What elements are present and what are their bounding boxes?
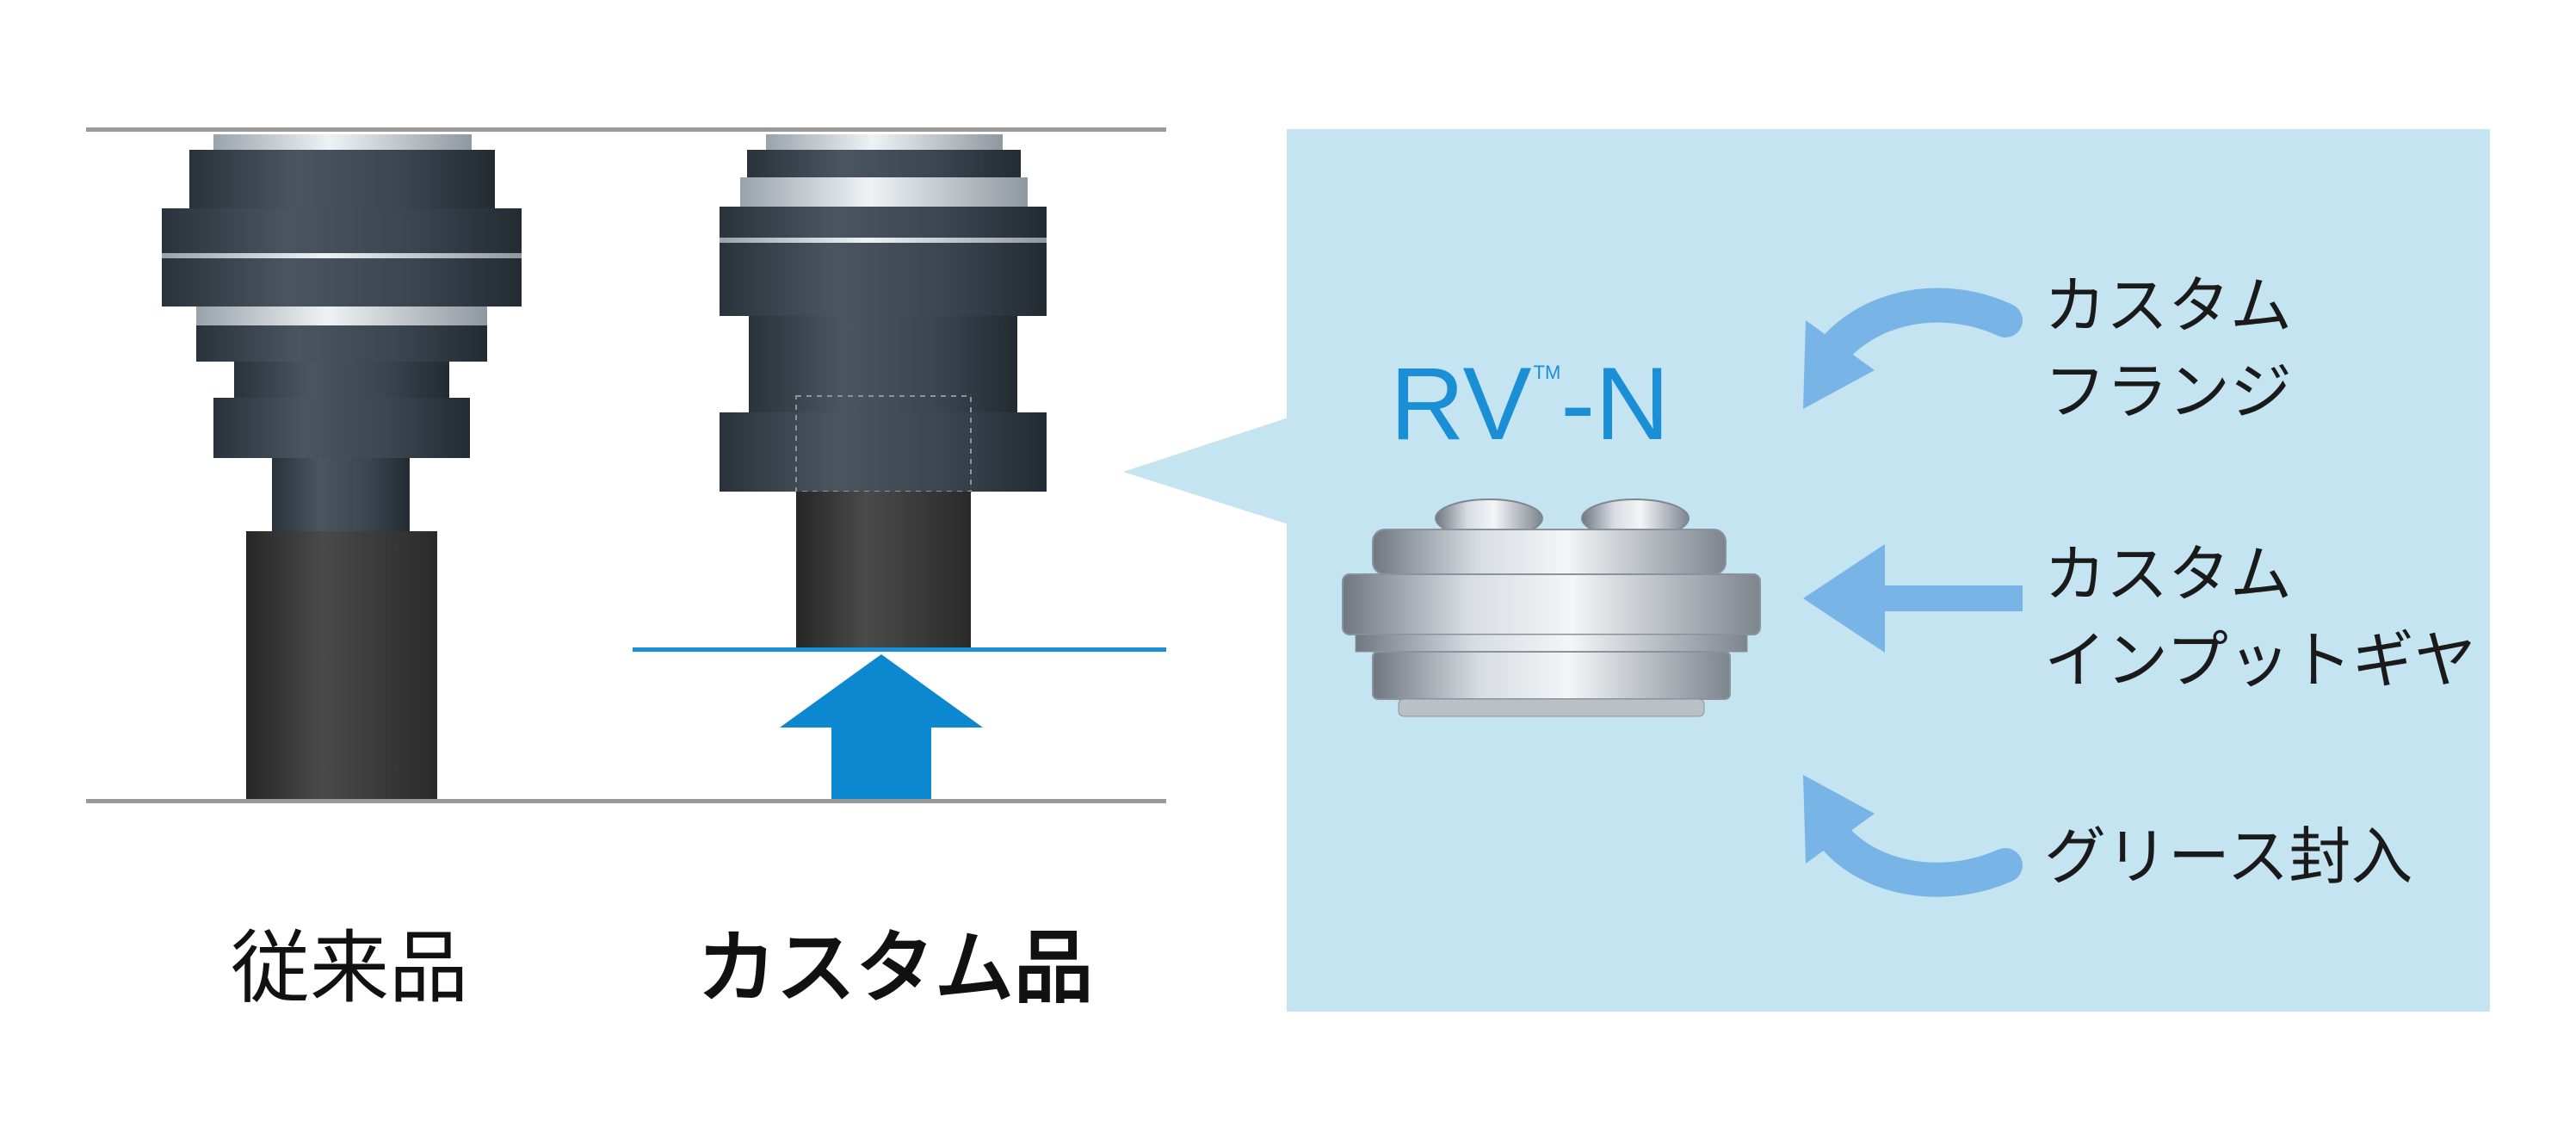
flange-arrow-icon <box>1803 288 2023 409</box>
product-name-base: RV <box>1390 346 1532 461</box>
callout-panel <box>1123 129 2490 1012</box>
feature-line: グリース封入 <box>2044 820 2413 893</box>
comparison-area <box>86 127 1166 803</box>
feature-custom-input-gear: カスタム インプットギヤ <box>2044 531 2476 703</box>
feature-line: フランジ <box>2044 356 2293 428</box>
conventional-product-label: 従来品 <box>231 922 469 1014</box>
callout-pointer <box>1123 417 1291 525</box>
bottom-rail-line <box>86 799 1166 803</box>
custom-unit <box>633 134 1166 799</box>
input-gear-arrow-icon <box>1803 544 2023 653</box>
up-arrow-icon <box>780 654 983 799</box>
feature-line: カスタム <box>2044 269 2293 342</box>
product-name-suffix: -N <box>1560 346 1670 461</box>
product-name: RVTM-N <box>1390 344 1670 463</box>
reducer-image <box>1342 498 1761 717</box>
top-rail-line <box>86 127 1166 132</box>
feature-line: インプットギヤ <box>2044 624 2476 697</box>
trademark-mark: TM <box>1533 362 1561 383</box>
custom-product-label: カスタム品 <box>697 922 1094 1014</box>
feature-custom-flange: カスタム フランジ <box>2044 263 2292 435</box>
grease-arrow-icon <box>1803 775 2023 897</box>
feature-grease-filled: グリース封入 <box>2044 814 2412 900</box>
feature-line: カスタム <box>2044 538 2293 610</box>
conventional-unit <box>162 134 522 799</box>
